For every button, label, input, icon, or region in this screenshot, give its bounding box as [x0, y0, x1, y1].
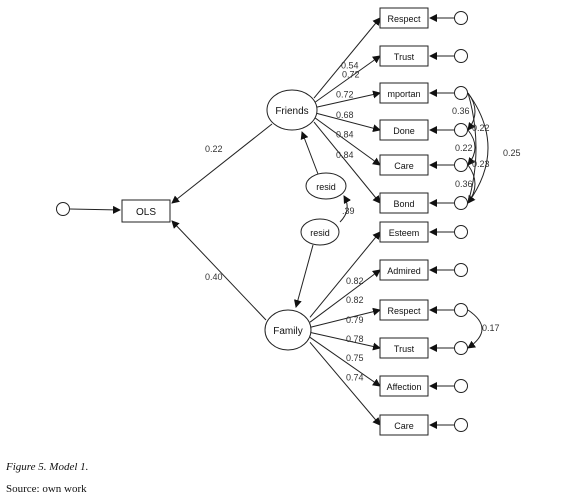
family-ols-label: 0.40 — [205, 272, 223, 282]
indicator-label: Affection — [387, 382, 422, 392]
family-loading-label: 0.82 — [346, 276, 364, 286]
ols-error — [56, 202, 70, 216]
friends-loading-label: 0.72 — [342, 69, 360, 79]
indicator-box — [379, 375, 429, 397]
friends-to-ols-path — [171, 123, 273, 204]
friends-resid — [305, 172, 347, 200]
friends-loading-label: 0.54 — [341, 60, 359, 70]
indicator-box — [379, 414, 429, 436]
indicator-label: Respect — [387, 14, 421, 24]
family-loading-path — [309, 331, 381, 351]
friends-loading-label: 0.84 — [336, 150, 354, 160]
friends-loading-label: 0.84 — [336, 129, 354, 139]
friends-loading-path — [313, 90, 381, 109]
indicator-box — [379, 119, 429, 141]
error-term — [454, 341, 468, 355]
indicator-box — [379, 45, 429, 67]
family-loading-path — [309, 231, 381, 318]
error-term — [454, 158, 468, 172]
family-label: Family — [273, 326, 302, 337]
indicator-label: Trust — [394, 344, 415, 354]
family-loading-label: 0.82 — [346, 295, 364, 305]
friends-loading-path — [313, 121, 381, 204]
friends-loading-path — [313, 17, 381, 99]
friends-loading-path — [313, 112, 381, 133]
indicator-box — [379, 192, 429, 214]
family-loading-path — [309, 342, 381, 426]
error-cov-label: 0.36 — [455, 179, 473, 189]
indicator-box — [379, 299, 429, 321]
error-cov-label: 0.23 — [472, 159, 490, 169]
indicator-label: Bond — [393, 199, 414, 209]
error-cov-label: 0.25 — [503, 148, 521, 158]
indicator-label: Trust — [394, 52, 415, 62]
error-term — [454, 49, 468, 63]
error-term — [454, 86, 468, 100]
friends-latent — [266, 89, 318, 131]
resid-label: resid — [310, 228, 330, 238]
resid-covariance-label: .39 — [342, 206, 355, 216]
family-loading-path — [309, 336, 381, 387]
error-cov-label: 0.17 — [482, 323, 500, 333]
error-term — [454, 379, 468, 393]
indicator-label: mportan — [387, 89, 420, 99]
indicator-box — [379, 259, 429, 281]
resid-covariance — [339, 195, 351, 223]
family-loading-label: 0.75 — [346, 353, 364, 363]
error-cov-label: 0.22 — [455, 143, 473, 153]
friends-loading-path — [313, 55, 381, 104]
ols-error-path — [69, 205, 121, 214]
resid-label: resid — [316, 182, 336, 192]
error-term — [454, 303, 468, 317]
resid-to-friends-path — [300, 131, 319, 175]
indicator-box — [379, 7, 429, 29]
indicator-label: Done — [393, 126, 415, 136]
error-cov-family-respect-trust — [467, 309, 483, 349]
error-cov-label: 0.22 — [472, 123, 490, 133]
indicator-label: Care — [394, 161, 414, 171]
figure-source: Source: own work — [6, 483, 87, 495]
family-latent — [264, 309, 312, 351]
indicator-label: Admired — [387, 266, 421, 276]
family-loading-label: 0.78 — [346, 334, 364, 344]
indicator-box — [379, 154, 429, 176]
error-cov-label: 0.36 — [452, 106, 470, 116]
resid-to-family-path — [293, 244, 314, 308]
indicator-label: Esteem — [389, 228, 420, 238]
friends-loading-path — [313, 116, 381, 166]
ols-label: OLS — [136, 207, 156, 218]
indicator-box — [379, 82, 429, 104]
family-loading-label: 0.74 — [346, 373, 364, 383]
family-resid — [300, 218, 340, 246]
indicator-label: Care — [394, 421, 414, 431]
error-term — [454, 418, 468, 432]
friends-loading-label: 0.68 — [336, 110, 354, 120]
family-to-ols-path — [171, 220, 267, 321]
error-term — [454, 196, 468, 210]
indicator-box — [379, 337, 429, 359]
family-loading-path — [309, 269, 381, 323]
friends-loading-label: 0.72 — [336, 90, 354, 100]
error-term — [454, 263, 468, 277]
ols-box — [121, 199, 171, 223]
friends-ols-label: 0.22 — [205, 144, 223, 154]
family-loading-path — [309, 307, 381, 328]
error-cov-inner — [467, 92, 477, 204]
indicator-box — [379, 221, 429, 243]
error-cov-importan-bond — [467, 92, 489, 204]
error-term — [454, 123, 468, 137]
error-term — [454, 225, 468, 239]
figure-title: Figure 5. Model 1. — [6, 461, 89, 473]
error-term — [454, 11, 468, 25]
family-loading-label: 0.79 — [346, 315, 364, 325]
error-cov-done-care — [467, 129, 476, 166]
friends-label: Friends — [275, 106, 308, 117]
indicator-label: Respect — [387, 306, 421, 316]
